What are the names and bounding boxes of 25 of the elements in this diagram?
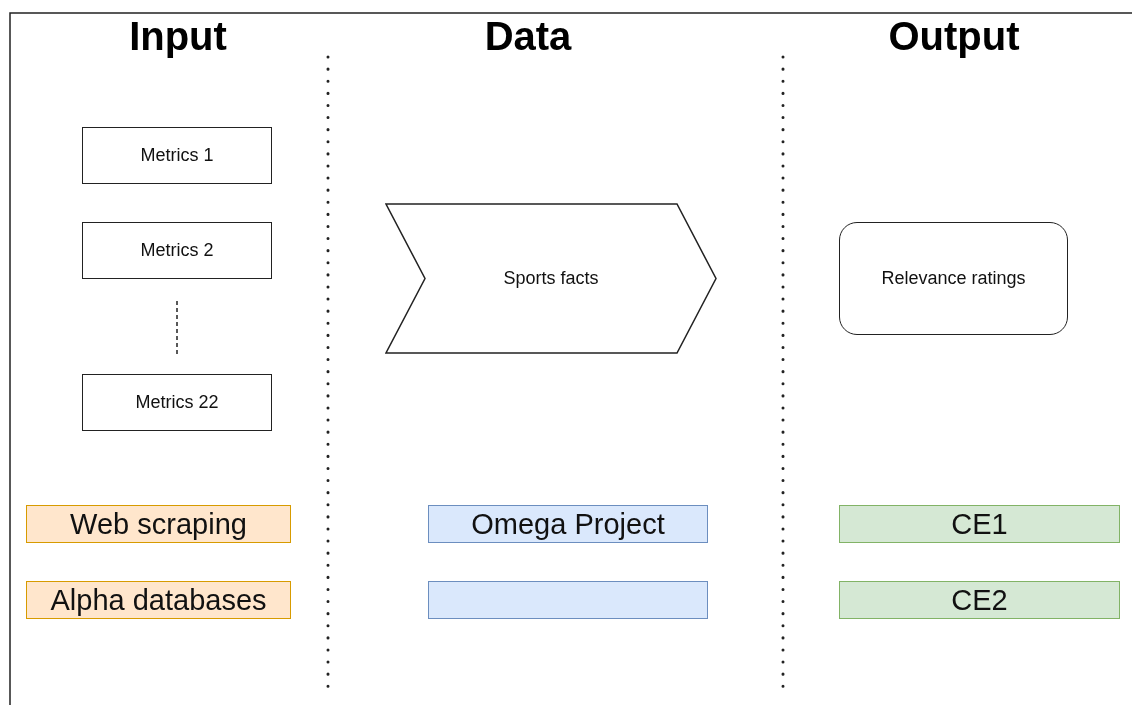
column-heading: Data <box>483 14 573 59</box>
source-box <box>26 505 291 543</box>
node-label: Relevance ratings <box>881 268 1026 289</box>
process-box <box>82 374 272 431</box>
source-box <box>839 581 1120 619</box>
empty-box <box>428 581 708 619</box>
source-box <box>26 581 291 619</box>
node-label: Metrics 1 <box>140 145 214 166</box>
process-box <box>82 127 272 184</box>
column-heading: Output <box>887 14 1021 59</box>
node-label: CE1 <box>951 507 1008 541</box>
node-label: Web scraping <box>70 507 247 541</box>
node-label: Alpha databases <box>50 583 267 617</box>
node-label: Metrics 22 <box>135 392 219 413</box>
node-label: Sports facts <box>503 268 599 289</box>
chevron-shape <box>385 203 717 354</box>
source-box <box>428 505 708 543</box>
column-heading: Input <box>128 14 228 59</box>
node-label: Omega Project <box>471 507 665 541</box>
rounded-box <box>839 222 1068 335</box>
node-label: CE2 <box>951 583 1008 617</box>
node-label: Metrics 2 <box>140 240 214 261</box>
dashed-connector <box>176 300 178 355</box>
process-box <box>82 222 272 279</box>
source-box <box>839 505 1120 543</box>
